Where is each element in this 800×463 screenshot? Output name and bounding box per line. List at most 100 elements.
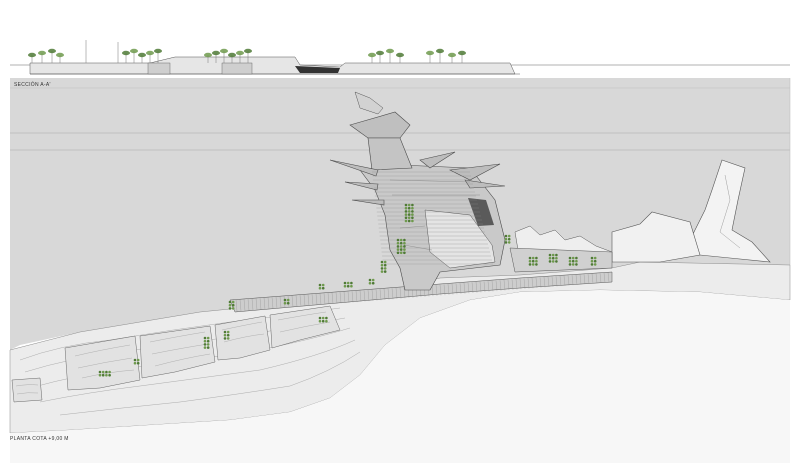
promenade-hatch-line (443, 284, 446, 296)
section-tree-crown (244, 48, 252, 54)
tree-dot (399, 245, 403, 248)
promenade-hatch-line (503, 279, 506, 291)
promenade-hatch-line (551, 276, 554, 287)
tree-dot (403, 245, 406, 248)
promenade-hatch-line (327, 292, 330, 305)
tree-dot (321, 286, 325, 290)
tree-dot (528, 259, 532, 263)
promenade-hatch-line (455, 283, 458, 295)
section-terrain (29, 56, 516, 75)
tree-dot (231, 303, 235, 307)
tree-dot (571, 263, 575, 266)
promenade-hatch-line (531, 277, 534, 289)
tree-dot (396, 241, 400, 245)
tree-dot (396, 238, 400, 242)
promenade-hatch-line (263, 297, 266, 310)
promenade-hatch-line (259, 297, 262, 310)
tree-dot (404, 206, 408, 210)
tree-dot (368, 278, 372, 282)
section-tree-crown (204, 52, 212, 58)
section-tree-crown (146, 50, 154, 56)
section-tree-crown (48, 48, 56, 54)
tree-dot (203, 339, 207, 343)
tree-dot (136, 358, 140, 362)
tree-dot (346, 284, 350, 288)
promenade-hatch-line (279, 296, 282, 309)
tree-dot (504, 241, 508, 244)
promenade-hatch-line (479, 281, 482, 293)
tree-dot (535, 256, 538, 260)
promenade-hatch-line (403, 287, 406, 299)
promenade-hatch-line (527, 278, 530, 289)
promenade-hatch-line (303, 294, 306, 307)
promenade-hatch-line (555, 276, 558, 287)
promenade-hatch-line (307, 294, 310, 306)
tree-dot (575, 263, 578, 266)
tree-dot (286, 301, 290, 305)
tree-dot (325, 316, 328, 320)
promenade-hatch-line (343, 291, 346, 304)
section-tree-crown (458, 50, 466, 56)
promenade-hatch-line (507, 279, 510, 291)
promenade-hatch-line (295, 295, 298, 307)
tree-dot (407, 216, 411, 220)
promenade-hatch-line (267, 297, 270, 310)
promenade-hatch-line (603, 272, 606, 283)
tree-dot (228, 307, 232, 310)
section-tree-crown (426, 50, 434, 56)
tree-dot (548, 260, 552, 263)
tree-dot (411, 219, 414, 223)
section-tree-crown (138, 52, 146, 58)
tree-dot (593, 256, 597, 260)
tree-dot (343, 284, 347, 288)
promenade-hatch-line (235, 299, 238, 312)
promenade-hatch-line (579, 274, 582, 285)
tree-dot (555, 253, 558, 257)
section-label: SECCIÓN A-A' (14, 82, 51, 88)
section-tree-crown (28, 52, 36, 58)
tree-dot (403, 238, 406, 242)
promenade-hatch-line (255, 298, 258, 310)
promenade-hatch-line (379, 288, 382, 301)
promenade (229, 271, 613, 313)
promenade-hatch-line (559, 275, 562, 287)
tree-dot (105, 373, 108, 377)
tree-dot (133, 361, 137, 365)
tree-dot (368, 281, 372, 285)
tree-dot (548, 253, 552, 257)
harbour-breakwater (689, 159, 771, 263)
promenade-hatch-line (587, 273, 590, 284)
tree-dot (548, 256, 552, 260)
promenade-hatch-line (351, 291, 354, 303)
section-tree-crown (396, 52, 404, 58)
tree-dot (383, 270, 387, 273)
tree-dot (531, 256, 535, 260)
tree-dot (380, 263, 384, 267)
tree-dot (380, 260, 384, 264)
pier-head (349, 111, 411, 139)
tree-dot (531, 263, 535, 266)
section-elevation (10, 40, 790, 75)
section-tree-crown (236, 50, 244, 56)
promenade-hatch-line (239, 299, 242, 312)
tree-dot (571, 259, 575, 263)
promenade-hatch-line (391, 288, 394, 300)
tree-dot (411, 210, 414, 213)
tree-dot (404, 203, 408, 207)
tree-dot (504, 237, 508, 241)
harbour-quay (611, 211, 701, 263)
tree-dot (383, 263, 387, 267)
section-building-block (221, 62, 253, 75)
tree-dot (321, 283, 325, 287)
tree-dot (226, 337, 230, 340)
tree-dot (575, 259, 578, 263)
tree-dot (371, 278, 375, 282)
tree-dot (407, 203, 411, 207)
promenade-hatch-line (275, 296, 278, 309)
promenade-hatch-line (363, 290, 366, 302)
promenade-hatch-line (539, 277, 542, 288)
tree-dot (551, 256, 555, 260)
pier-structure (329, 91, 506, 291)
promenade-hatch-line (319, 293, 322, 305)
promenade-hatch-line (491, 280, 494, 292)
